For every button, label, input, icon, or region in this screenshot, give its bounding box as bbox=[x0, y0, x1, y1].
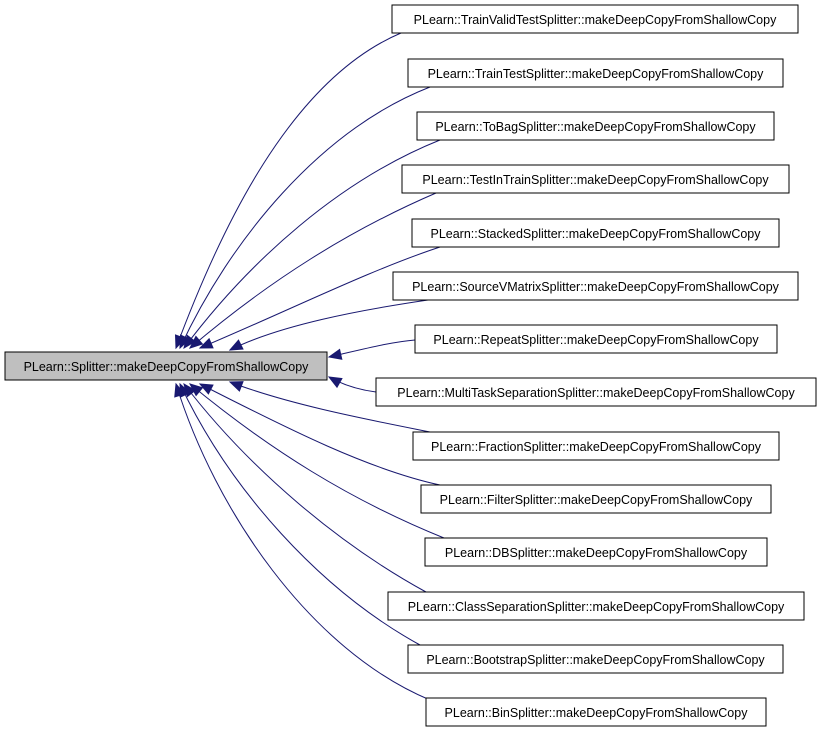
caller-node-box bbox=[416, 111, 775, 141]
caller-node-box bbox=[401, 164, 790, 194]
caller-node-label: PLearn::MultiTaskSeparationSplitter::mak… bbox=[397, 386, 795, 400]
caller-node-box bbox=[387, 591, 805, 621]
edge-bin-splitter bbox=[175, 383, 431, 701]
caller-node-bootstrap-splitter[interactable]: PLearn::BootstrapSplitter::makeDeepCopyF… bbox=[407, 644, 784, 674]
edge-train-test-splitter bbox=[179, 86, 431, 349]
edge-repeat-splitter bbox=[328, 339, 416, 358]
arrowhead-filter-splitter bbox=[198, 383, 214, 395]
caller-node-stacked-splitter[interactable]: PLearn::StackedSplitter::makeDeepCopyFro… bbox=[411, 218, 780, 248]
caller-node-fraction-splitter[interactable]: PLearn::FractionSplitter::makeDeepCopyFr… bbox=[412, 431, 780, 461]
edge-fraction-splitter bbox=[229, 381, 431, 433]
caller-node-multi-task-separation-splitter[interactable]: PLearn::MultiTaskSeparationSplitter::mak… bbox=[375, 377, 817, 407]
caller-node-box bbox=[414, 324, 778, 354]
arrowhead-bin-splitter bbox=[174, 382, 186, 398]
caller-node-label: PLearn::FilterSplitter::makeDeepCopyFrom… bbox=[440, 493, 753, 507]
caller-node-box bbox=[411, 218, 780, 248]
caller-node-label: PLearn::FractionSplitter::makeDeepCopyFr… bbox=[431, 440, 762, 454]
arrowhead-test-in-train-splitter bbox=[189, 335, 204, 349]
edge-test-in-train-splitter bbox=[189, 192, 437, 349]
arrowhead-to-bag-splitter bbox=[183, 334, 197, 350]
root-node[interactable]: PLearn::Splitter::makeDeepCopyFromShallo… bbox=[4, 351, 328, 381]
caller-node-box bbox=[407, 644, 784, 674]
caller-node-box bbox=[425, 697, 767, 727]
arrowhead-source-vmatrix-splitter bbox=[228, 339, 244, 351]
caller-node-test-in-train-splitter[interactable]: PLearn::TestInTrainSplitter::makeDeepCop… bbox=[401, 164, 790, 194]
caller-node-bin-splitter[interactable]: PLearn::BinSplitter::makeDeepCopyFromSha… bbox=[425, 697, 767, 727]
arrowhead-stacked-splitter bbox=[198, 337, 214, 349]
caller-node-repeat-splitter[interactable]: PLearn::RepeatSplitter::makeDeepCopyFrom… bbox=[414, 324, 778, 354]
root-node-box bbox=[4, 351, 328, 381]
caller-node-label: PLearn::DBSplitter::makeDeepCopyFromShal… bbox=[445, 546, 748, 560]
edge-filter-splitter bbox=[199, 383, 441, 486]
caller-node-label: PLearn::ClassSeparationSplitter::makeDee… bbox=[408, 600, 785, 614]
arrowhead-repeat-splitter bbox=[327, 348, 343, 360]
caller-node-label: PLearn::ToBagSplitter::makeDeepCopyFromS… bbox=[435, 120, 756, 134]
caller-node-box bbox=[424, 537, 768, 567]
caller-node-train-test-splitter[interactable]: PLearn::TrainTestSplitter::makeDeepCopyF… bbox=[407, 58, 784, 88]
edge-source-vmatrix-splitter bbox=[229, 299, 429, 351]
caller-node-box bbox=[420, 484, 772, 514]
nodes-layer: PLearn::Splitter::makeDeepCopyFromShallo… bbox=[4, 4, 817, 727]
arrowhead-fraction-splitter bbox=[228, 381, 244, 392]
caller-node-label: PLearn::BootstrapSplitter::makeDeepCopyF… bbox=[426, 653, 765, 667]
caller-node-label: PLearn::StackedSplitter::makeDeepCopyFro… bbox=[430, 227, 761, 241]
caller-node-label: PLearn::BinSplitter::makeDeepCopyFromSha… bbox=[445, 706, 749, 720]
edge-bootstrap-splitter bbox=[179, 383, 421, 646]
caller-node-filter-splitter[interactable]: PLearn::FilterSplitter::makeDeepCopyFrom… bbox=[420, 484, 772, 514]
caller-node-train-valid-test-splitter[interactable]: PLearn::TrainValidTestSplitter::makeDeep… bbox=[391, 4, 799, 34]
caller-node-label: PLearn::TestInTrainSplitter::makeDeepCop… bbox=[422, 173, 769, 187]
caller-node-to-bag-splitter[interactable]: PLearn::ToBagSplitter::makeDeepCopyFromS… bbox=[416, 111, 775, 141]
caller-node-label: PLearn::TrainValidTestSplitter::makeDeep… bbox=[414, 13, 777, 27]
caller-node-label: PLearn::RepeatSplitter::makeDeepCopyFrom… bbox=[433, 333, 759, 347]
edge-dbsplitter bbox=[189, 383, 445, 539]
caller-node-class-separation-splitter[interactable]: PLearn::ClassSeparationSplitter::makeDee… bbox=[387, 591, 805, 621]
caller-node-source-vmatrix-splitter[interactable]: PLearn::SourceVMatrixSplitter::makeDeepC… bbox=[392, 271, 799, 301]
caller-node-box bbox=[375, 377, 817, 407]
root-node-label: PLearn::Splitter::makeDeepCopyFromShallo… bbox=[24, 360, 310, 374]
caller-node-label: PLearn::TrainTestSplitter::makeDeepCopyF… bbox=[428, 67, 765, 81]
edge-class-separation-splitter bbox=[183, 383, 427, 593]
caller-node-dbsplitter[interactable]: PLearn::DBSplitter::makeDeepCopyFromShal… bbox=[424, 537, 768, 567]
caller-node-box bbox=[391, 4, 799, 34]
edge-stacked-splitter bbox=[199, 246, 441, 349]
caller-node-box bbox=[407, 58, 784, 88]
edges-layer bbox=[174, 32, 445, 701]
caller-node-box bbox=[392, 271, 799, 301]
caller-node-label: PLearn::SourceVMatrixSplitter::makeDeepC… bbox=[412, 280, 780, 294]
caller-node-box bbox=[412, 431, 780, 461]
arrowhead-multi-task-separation-splitter bbox=[327, 376, 343, 389]
edge-train-valid-test-splitter bbox=[175, 32, 402, 349]
edge-to-bag-splitter bbox=[183, 139, 441, 349]
